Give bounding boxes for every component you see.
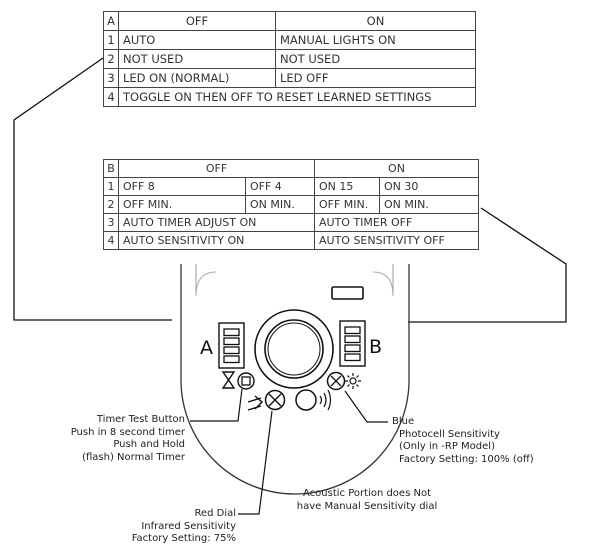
table-header-row: A OFF ON — [103, 11, 476, 31]
settings-table-a: A OFF ON 1 AUTO MANUAL LIGHTS ON 2 NOT U… — [103, 11, 476, 107]
table-cell: OFF 8 — [118, 177, 246, 196]
device-housing — [180, 264, 410, 495]
table-row: 1 OFF 8 OFF 4 ON 15 ON 30 — [103, 177, 479, 196]
callout-line: have Manual Sensitivity dial — [296, 500, 438, 512]
timer-test-button[interactable] — [237, 372, 255, 390]
arrow-icon — [247, 395, 264, 411]
hourglass-icon — [221, 371, 236, 389]
table-row: 4 AUTO SENSITIVITY ON AUTO SENSITIVITY O… — [103, 231, 479, 250]
dial-x-icon[interactable] — [264, 389, 286, 411]
callout-line: (Only in -RP Model) — [399, 441, 495, 452]
dip-switch-b[interactable] — [339, 320, 366, 367]
callout-line: Factory Setting: 75% — [131, 533, 236, 544]
table-row: 2 OFF MIN. ON MIN. OFF MIN. ON MIN. — [103, 195, 479, 214]
callout-line: Photocell Sensitivity — [399, 428, 500, 440]
sun-icon — [345, 373, 361, 389]
lens-inner — [264, 319, 324, 379]
callout-line: (flash) Normal Timer — [82, 451, 185, 463]
callout-line: Timer Test Button — [96, 414, 185, 425]
callout-acoustic: Acoustic Portion does Not have Manual Se… — [272, 488, 462, 513]
table-header-row: B OFF ON — [103, 159, 479, 178]
acoustic-sensor — [295, 389, 332, 411]
callout-line: Infrared Sensitivity — [141, 520, 236, 532]
table-cell: AUTO TIMER ADJUST ON — [118, 213, 315, 232]
leader-line-a — [13, 57, 172, 321]
table-cell: AUTO — [118, 30, 276, 50]
table-cell: TOGGLE ON THEN OFF TO RESET LEARNED SETT… — [118, 87, 476, 107]
callout-line: Blue — [392, 416, 415, 427]
callout-line: Push in 8 second timer — [70, 426, 185, 438]
table-row: 2 NOT USED NOT USED — [103, 49, 476, 69]
table-cell: AUTO SENSITIVITY OFF — [314, 231, 479, 250]
settings-table-b: B OFF ON 1 OFF 8 OFF 4 ON 15 ON 30 2 OFF… — [103, 159, 479, 250]
table-row: 4 TOGGLE ON THEN OFF TO RESET LEARNED SE… — [103, 87, 476, 107]
blue-dial[interactable] — [326, 371, 346, 391]
callout-line: Red Dial — [194, 508, 236, 519]
dial-x-icon[interactable] — [326, 371, 346, 391]
switch-label-b: B — [369, 336, 382, 358]
switch-label-a: A — [200, 337, 213, 359]
leader-line-blue — [344, 390, 388, 423]
leader-line-red — [238, 410, 273, 515]
indicator-slot — [331, 286, 364, 300]
table-cell: AUTO TIMER OFF — [314, 213, 479, 232]
table-row: 3 AUTO TIMER ADJUST ON AUTO TIMER OFF — [103, 213, 479, 232]
callout-line: Acoustic Portion does Not — [303, 488, 431, 499]
leader-line-b — [408, 207, 567, 323]
red-dial[interactable] — [264, 389, 286, 411]
lens-core — [267, 322, 321, 376]
callout-red-dial: Red Dial Infrared Sensitivity Factory Se… — [132, 508, 236, 546]
callout-line: Factory Setting: 100% (off) — [399, 453, 534, 465]
table-cell: OFF MIN. — [314, 195, 380, 214]
callout-line: Push and Hold — [113, 439, 185, 450]
sound-waves-icon — [319, 395, 323, 405]
leader-line-timer — [190, 388, 243, 422]
callout-blue-dial: Blue Photocell Sensitivity (Only in -RP … — [391, 416, 534, 466]
table-cell: LED OFF — [275, 68, 476, 88]
lens-outer — [254, 309, 334, 389]
table-row: 3 LED ON (NORMAL) LED OFF — [103, 68, 476, 88]
square-button-icon[interactable] — [237, 372, 255, 390]
callout-timer-test: Timer Test Button Push in 8 second timer… — [71, 414, 185, 464]
dip-switch-a[interactable] — [218, 322, 245, 369]
